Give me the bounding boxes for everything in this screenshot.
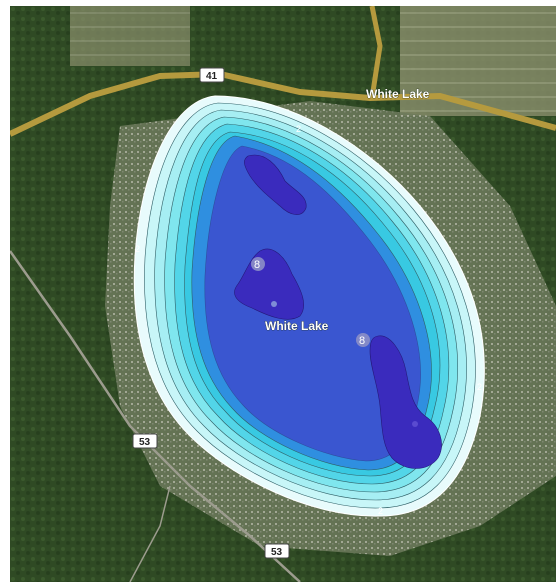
route-41-shield[interactable]: 41: [199, 67, 225, 83]
place-label-lake[interactable]: White Lake: [265, 319, 329, 334]
farm-fields-northwest: [70, 6, 190, 66]
route-53-west-label: 53: [139, 437, 151, 448]
depth-label-deep-center: 8: [254, 259, 260, 271]
route-53-south-shield[interactable]: 53: [264, 543, 290, 559]
highway-53-road: [10, 250, 301, 582]
route-53-west-shield[interactable]: 53: [132, 433, 158, 449]
deep-spot-point-east: [412, 421, 418, 427]
place-label-town[interactable]: White Lake: [366, 87, 430, 102]
deep-spot-east: [369, 335, 442, 469]
depth-label-east: 2: [477, 382, 482, 392]
depth-label-south: 2: [378, 506, 383, 516]
lake-bathymetry[interactable]: [133, 95, 485, 517]
map-canvas[interactable]: 2 2 2 2 8 8 White Lake White Lake 41 53 …: [10, 6, 556, 582]
depth-label-north: 2: [296, 124, 301, 134]
depth-band-7: [204, 145, 421, 462]
deep-spot-point-center: [271, 301, 277, 307]
route-41-label: 41: [206, 71, 218, 82]
depth-marker-east: [356, 333, 370, 347]
local-road-south: [129, 485, 171, 582]
depth-label-west: 2: [135, 244, 140, 254]
depth-marker-center: [251, 257, 265, 271]
route-53-south-label: 53: [271, 547, 283, 558]
highway-41-road: [10, 70, 556, 137]
depth-label-deep-east: 8: [359, 335, 365, 347]
north-connector-road: [369, 6, 383, 99]
deep-spot-north: [244, 154, 307, 215]
